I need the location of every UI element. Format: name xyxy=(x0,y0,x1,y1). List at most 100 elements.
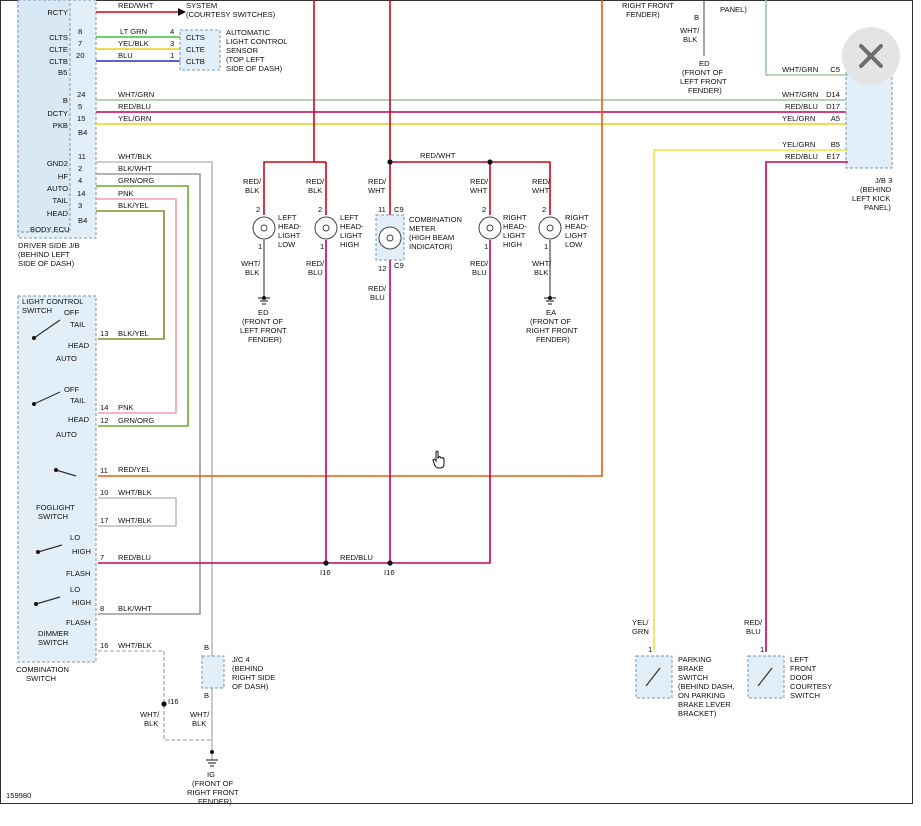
svg-text:11: 11 xyxy=(378,205,386,214)
svg-text:LOW: LOW xyxy=(565,240,583,249)
svg-text:CLTB: CLTB xyxy=(49,57,68,66)
svg-text:HIGH: HIGH xyxy=(503,240,522,249)
svg-text:12: 12 xyxy=(100,416,108,425)
svg-text:WHT/GRN: WHT/GRN xyxy=(782,90,818,99)
svg-text:11: 11 xyxy=(78,152,86,161)
svg-text:FENDER): FENDER) xyxy=(536,335,570,344)
svg-text:GRN: GRN xyxy=(632,627,649,636)
svg-text:RED/BLU: RED/BLU xyxy=(118,102,151,111)
svg-text:PKB: PKB xyxy=(53,121,68,130)
svg-text:BLU: BLU xyxy=(746,627,761,636)
svg-text:AUTO: AUTO xyxy=(47,184,68,193)
svg-text:CLTE: CLTE xyxy=(49,45,68,54)
svg-text:(FRONT OF: (FRONT OF xyxy=(192,779,234,788)
svg-text:RED/WHT: RED/WHT xyxy=(118,1,154,10)
svg-text:WHT/: WHT/ xyxy=(680,26,700,35)
svg-text:RED/YEL: RED/YEL xyxy=(118,465,151,474)
svg-text:1: 1 xyxy=(320,242,324,251)
svg-text:FENDER): FENDER) xyxy=(248,335,282,344)
combination-switch: LIGHT CONTROL SWITCH OFF TAIL HEAD AUTO … xyxy=(16,295,97,683)
svg-text:INDICATOR): INDICATOR) xyxy=(409,242,453,251)
svg-text:B5: B5 xyxy=(831,140,840,149)
svg-text:RED/: RED/ xyxy=(470,177,489,186)
svg-text:LIGHT: LIGHT xyxy=(565,231,588,240)
svg-text:4: 4 xyxy=(170,27,174,36)
svg-text:GND2: GND2 xyxy=(47,159,68,168)
svg-text:RIGHT SIDE: RIGHT SIDE xyxy=(232,673,275,682)
svg-text:SENSOR: SENSOR xyxy=(226,46,259,55)
svg-text:RED/BLU: RED/BLU xyxy=(785,152,818,161)
svg-text:8: 8 xyxy=(78,27,82,36)
svg-text:BRAKE: BRAKE xyxy=(678,664,704,673)
svg-text:(TOP LEFT: (TOP LEFT xyxy=(226,55,265,64)
svg-text:BLK/WHT: BLK/WHT xyxy=(118,164,152,173)
svg-text:ED: ED xyxy=(258,308,269,317)
svg-text:IG: IG xyxy=(207,770,215,779)
svg-text:2: 2 xyxy=(318,205,322,214)
svg-text:HEAD-: HEAD- xyxy=(340,222,364,231)
svg-text:COMBINATION: COMBINATION xyxy=(16,665,69,674)
close-button[interactable] xyxy=(842,27,900,85)
svg-text:YEL/: YEL/ xyxy=(632,618,649,627)
svg-text:(BEHIND: (BEHIND xyxy=(232,664,264,673)
svg-text:J/C 4: J/C 4 xyxy=(232,655,250,664)
svg-text:LO: LO xyxy=(70,585,80,594)
svg-text:BLK/YEL: BLK/YEL xyxy=(118,201,149,210)
svg-text:7: 7 xyxy=(100,553,104,562)
svg-text:(BEHIND LEFT: (BEHIND LEFT xyxy=(18,250,70,259)
svg-text:4: 4 xyxy=(78,176,82,185)
svg-text:OFF: OFF xyxy=(64,308,80,317)
ecu-wires: RED/WHT SYSTEM (COURTESY SWITCHES) LT GR… xyxy=(76,1,848,760)
svg-text:RED/WHT: RED/WHT xyxy=(420,151,456,160)
svg-text:HIGH: HIGH xyxy=(340,240,359,249)
svg-text:12: 12 xyxy=(378,264,386,273)
right-headlight-high: 21 RIGHT HEAD- LIGHT HIGH RED/BLU xyxy=(98,205,527,564)
svg-text:RED/: RED/ xyxy=(532,177,551,186)
hand-cursor-icon xyxy=(432,450,445,469)
svg-text:WHT/GRN: WHT/GRN xyxy=(782,65,818,74)
svg-text:METER: METER xyxy=(409,224,436,233)
svg-text:(BEHIND: (BEHIND xyxy=(860,185,892,194)
svg-text:RED/: RED/ xyxy=(368,284,387,293)
svg-text:HEAD-: HEAD- xyxy=(565,222,589,231)
svg-text:FRONT: FRONT xyxy=(790,664,817,673)
right-headlight-low: 21 RIGHT HEAD- LIGHT LOW WHT/BLK EA (FRO… xyxy=(526,205,589,344)
svg-text:BLK: BLK xyxy=(534,268,548,277)
svg-text:11: 11 xyxy=(100,466,108,475)
svg-text:FENDER): FENDER) xyxy=(626,10,660,19)
left-headlight-low: 21 LEFT HEAD- LIGHT LOW WHT/BLK ED (FRON… xyxy=(240,205,302,344)
svg-text:(COURTESY SWITCHES): (COURTESY SWITCHES) xyxy=(186,10,276,19)
svg-text:RIGHT FRONT: RIGHT FRONT xyxy=(622,1,674,10)
svg-text:B: B xyxy=(694,13,699,22)
svg-text:D14: D14 xyxy=(826,90,840,99)
svg-text:TAIL: TAIL xyxy=(70,396,85,405)
svg-text:J/B 3: J/B 3 xyxy=(875,176,892,185)
svg-text:YEL/GRN: YEL/GRN xyxy=(782,114,815,123)
svg-text:LIGHT CONTROL: LIGHT CONTROL xyxy=(226,37,287,46)
svg-text:WHT/BLK: WHT/BLK xyxy=(118,641,152,650)
svg-text:HEAD: HEAD xyxy=(68,341,90,350)
jc4: BB J/C 4 (BEHIND RIGHT SIDE OF DASH) WHT… xyxy=(187,643,275,806)
svg-text:WHT/: WHT/ xyxy=(241,259,261,268)
svg-text:1: 1 xyxy=(760,645,764,654)
svg-text:PANEL): PANEL) xyxy=(720,5,747,14)
svg-text:LO: LO xyxy=(70,533,80,542)
svg-text:BLK: BLK xyxy=(144,719,158,728)
svg-text:WHT/BLK: WHT/BLK xyxy=(118,516,152,525)
svg-text:LOW: LOW xyxy=(278,240,296,249)
svg-text:LEFT FRONT: LEFT FRONT xyxy=(680,77,727,86)
svg-text:C9: C9 xyxy=(394,205,404,214)
svg-text:17: 17 xyxy=(100,516,108,525)
svg-text:C9: C9 xyxy=(394,261,404,270)
svg-text:EA: EA xyxy=(546,308,557,317)
svg-text:BLU: BLU xyxy=(472,268,487,277)
svg-text:(HIGH BEAM: (HIGH BEAM xyxy=(409,233,454,242)
svg-text:2: 2 xyxy=(78,164,82,173)
svg-text:SWITCH: SWITCH xyxy=(678,673,708,682)
svg-text:SWITCH: SWITCH xyxy=(38,512,68,521)
svg-text:LEFT: LEFT xyxy=(340,213,359,222)
svg-text:DOOR: DOOR xyxy=(790,673,813,682)
svg-text:(FRONT OF: (FRONT OF xyxy=(242,317,284,326)
